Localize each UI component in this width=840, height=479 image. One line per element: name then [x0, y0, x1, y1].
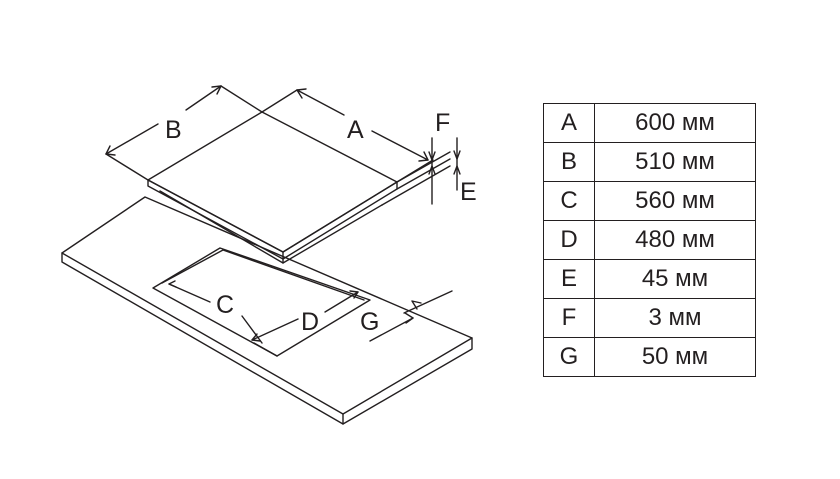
label-g: G: [360, 308, 379, 336]
dimension-g: [369, 290, 453, 342]
label-b: B: [165, 116, 182, 144]
cutout-outline: [152, 247, 371, 357]
dimension-key-g: G: [543, 337, 595, 377]
dimension-key-d: D: [543, 220, 595, 260]
dimension-c: [168, 280, 278, 357]
dimension-value-g: 50 мм: [594, 337, 756, 377]
label-f: F: [435, 109, 450, 137]
installation-diagram: A B F E C D G: [61, 85, 477, 425]
label-a: A: [347, 116, 364, 144]
dimension-value-e: 45 мм: [594, 259, 756, 299]
dimension-value-b: 510 мм: [594, 142, 756, 182]
dimension-key-b: B: [543, 142, 595, 182]
dimension-value-a: 600 мм: [594, 103, 756, 143]
dimension-value-f: 3 мм: [594, 298, 756, 338]
countertop-outline: [61, 196, 473, 425]
label-e: E: [460, 178, 477, 206]
label-d: D: [301, 308, 319, 336]
dimension-key-a: A: [543, 103, 595, 143]
dimension-value-d: 480 мм: [594, 220, 756, 260]
dimension-key-e: E: [543, 259, 595, 299]
dimension-b: [105, 85, 263, 181]
dimension-key-c: C: [543, 181, 595, 221]
dimension-value-c: 560 мм: [594, 181, 756, 221]
dimension-f-e: [381, 137, 461, 206]
dimension-key-f: F: [543, 298, 595, 338]
dimension-d: [251, 290, 359, 342]
label-c: C: [216, 291, 234, 319]
